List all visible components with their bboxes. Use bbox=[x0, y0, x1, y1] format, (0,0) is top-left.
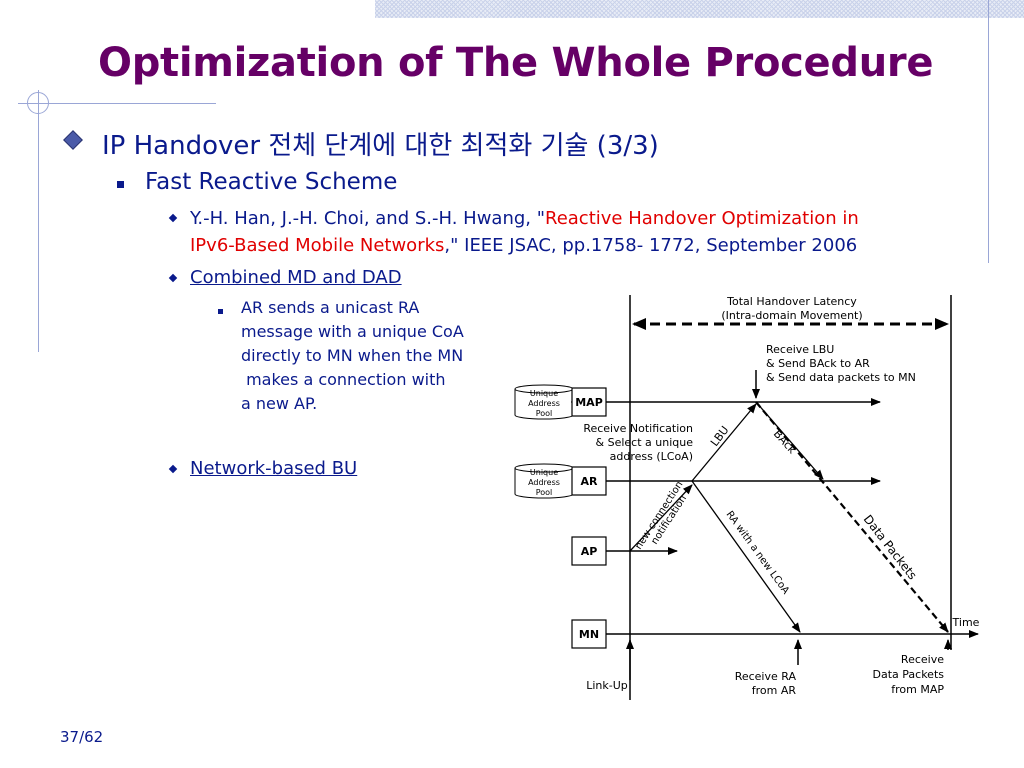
network-based-bu-link[interactable]: Network-based BU bbox=[190, 458, 358, 479]
svg-text:Pool: Pool bbox=[536, 409, 553, 418]
square-bullet-icon bbox=[218, 309, 223, 314]
reference-title-line1: Reactive Handover Optimization in bbox=[545, 208, 859, 229]
back-label: BAck bbox=[771, 427, 799, 456]
detail-line: makes a connection with bbox=[241, 370, 446, 389]
latency-arrow-left-head bbox=[632, 318, 646, 330]
time-label: Time bbox=[952, 616, 980, 629]
node-map-box bbox=[571, 387, 607, 417]
latency-label-line2: (Intra-domain Movement) bbox=[721, 309, 862, 322]
deco-circle bbox=[27, 92, 49, 114]
svg-text:Unique: Unique bbox=[530, 468, 558, 477]
receive-ra-line2: from AR bbox=[752, 684, 797, 697]
receive-lbu-line2: & Send BAck to AR bbox=[766, 357, 870, 370]
square-bullet-icon bbox=[117, 181, 124, 188]
notification-line1: Receive Notification bbox=[583, 422, 693, 435]
ra-new-lcoa-arrow bbox=[691, 480, 801, 633]
svg-text:Pool: Pool bbox=[536, 488, 553, 497]
reference-authors: Y.-H. Han, J.-H. Choi, and S.-H. Hwang, … bbox=[190, 208, 545, 229]
node-ar-label: AR bbox=[581, 475, 599, 488]
deco-line-horizontal bbox=[18, 103, 216, 104]
link-up-label: Link-Up bbox=[586, 679, 628, 692]
svg-text:Address: Address bbox=[528, 478, 560, 487]
node-ap-label: AP bbox=[581, 545, 598, 558]
detail-text-block: AR sends a unicast RA message with a uni… bbox=[241, 296, 464, 416]
notification-line2: & Select a unique bbox=[596, 436, 694, 449]
ra-new-lcoa-label: RA with a new LCoA bbox=[724, 509, 792, 596]
reference-title-line2: IPv6-Based Mobile Networks bbox=[190, 235, 445, 256]
node-mn-label: MN bbox=[579, 628, 599, 641]
receive-lbu-line3: & Send data packets to MN bbox=[766, 371, 916, 384]
ar-address-pool: Unique Address Pool bbox=[514, 463, 574, 499]
header-hatch-decoration bbox=[375, 0, 1024, 18]
svg-text:Unique: Unique bbox=[530, 389, 558, 398]
node-map-label: MAP bbox=[575, 396, 603, 409]
new-connection-notification-arrow bbox=[629, 484, 693, 552]
node-mn-box bbox=[571, 619, 607, 649]
deco-line-vertical-left bbox=[38, 90, 39, 352]
receive-lbu-line1: Receive LBU bbox=[766, 343, 834, 356]
bullet-level1: IP Handover 전체 단계에 대한 최적화 기술 (3/3) bbox=[102, 131, 659, 161]
receive-data-line2: Data Packets bbox=[873, 668, 945, 681]
node-ar-box bbox=[571, 466, 607, 496]
data-packets-label: Data Packets bbox=[861, 512, 920, 582]
latency-arrow-right-head bbox=[935, 318, 949, 330]
reference-journal: ," IEEE JSAC, pp.1758- 1772, September 2… bbox=[444, 235, 858, 256]
slide-title: Optimization of The Whole Procedure bbox=[98, 40, 934, 86]
node-ap-box bbox=[571, 536, 607, 566]
receive-data-line3: from MAP bbox=[891, 683, 944, 696]
latency-label-line1: Total Handover Latency bbox=[726, 295, 857, 308]
detail-line: AR sends a unicast RA bbox=[241, 298, 420, 317]
receive-data-line1: Receive bbox=[901, 653, 944, 666]
detail-line: directly to MN when the MN bbox=[241, 346, 464, 365]
detail-line: a new AP. bbox=[241, 394, 318, 413]
map-address-pool: Unique Address Pool bbox=[514, 384, 574, 420]
detail-line: message with a unique CoA bbox=[241, 322, 464, 341]
svg-text:Address: Address bbox=[528, 399, 560, 408]
lbu-arrow bbox=[691, 403, 757, 482]
page-number: 37/62 bbox=[60, 728, 104, 746]
combined-md-dad-link[interactable]: Combined MD and DAD bbox=[190, 267, 402, 288]
reference-citation: Y.-H. Han, J.-H. Choi, and S.-H. Hwang, … bbox=[190, 205, 970, 259]
deco-line-vertical-right bbox=[988, 0, 989, 263]
lbu-label: LBU bbox=[708, 424, 731, 449]
data-packets-arrow bbox=[755, 401, 949, 633]
notification-line3: address (LCoA) bbox=[610, 450, 693, 463]
bullet-fast-reactive: Fast Reactive Scheme bbox=[145, 169, 398, 195]
receive-ra-line1: Receive RA bbox=[735, 670, 797, 683]
